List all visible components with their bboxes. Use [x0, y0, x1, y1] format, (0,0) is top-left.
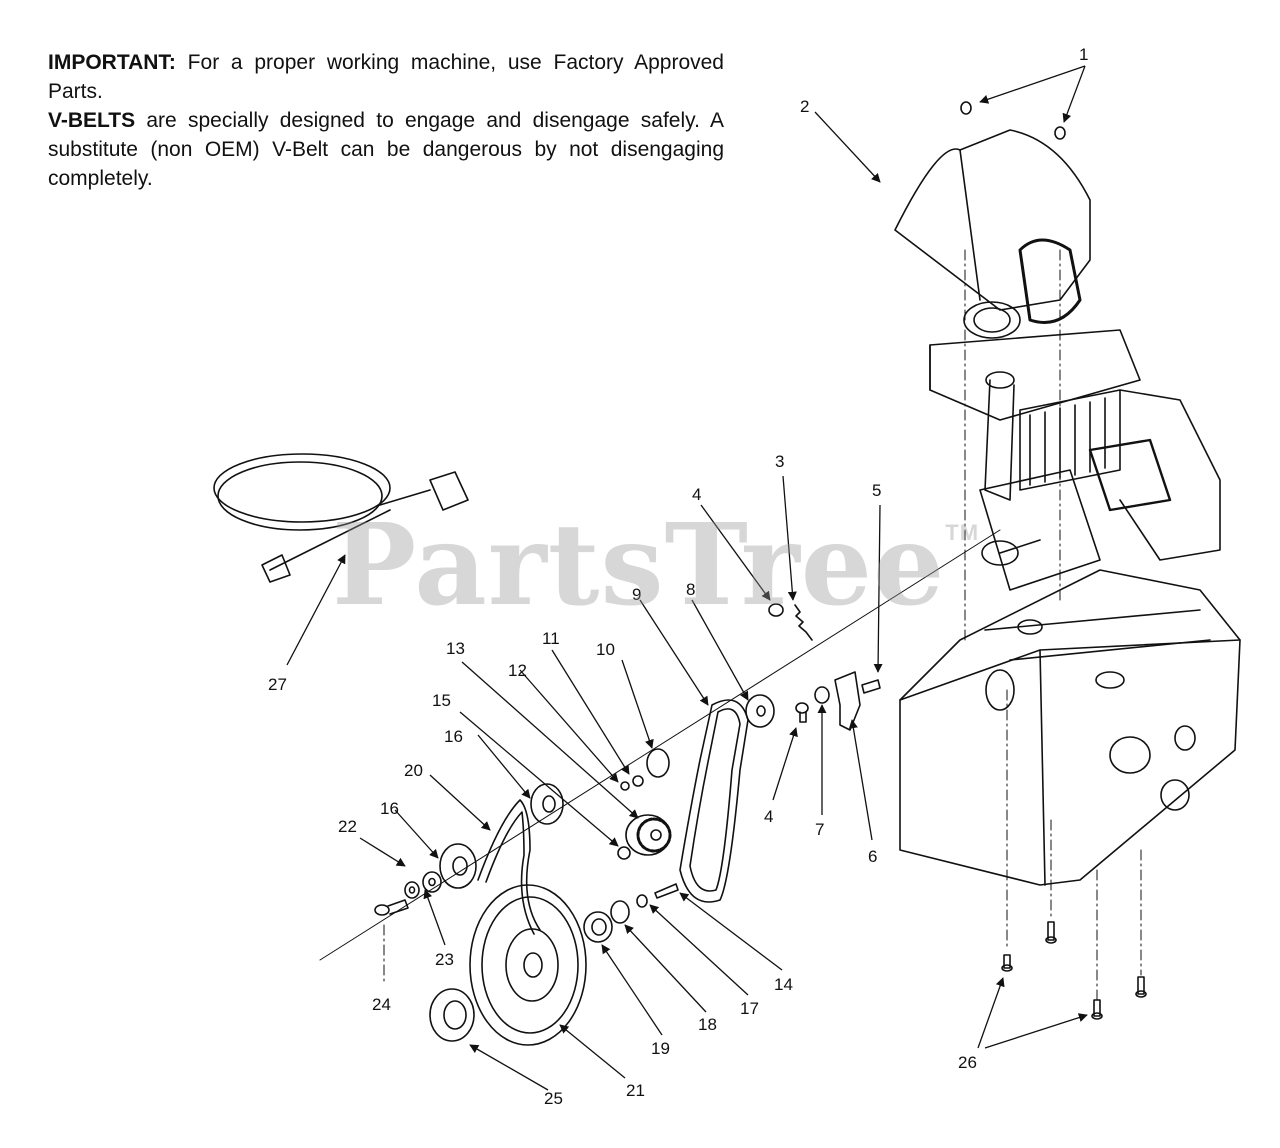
callout-25: 25 — [544, 1089, 563, 1108]
assembly-lines — [383, 249, 1142, 1001]
washer-11 — [632, 775, 644, 787]
idler-pulley — [625, 814, 672, 856]
callout-1: 1 — [1079, 45, 1088, 64]
vbelt-paragraph: V-BELTS are specially designed to engage… — [48, 106, 724, 193]
callout-10: 10 — [596, 640, 615, 659]
shaft-axis-line — [319, 529, 1001, 961]
callout-26: 26 — [958, 1053, 977, 1072]
bolt-26-d — [1135, 976, 1147, 998]
nut-4-upper — [768, 603, 784, 617]
washer-22 — [404, 881, 420, 899]
vbelt-label: V-BELTS — [48, 109, 136, 132]
callout-3: 3 — [775, 452, 784, 471]
bracket-6 — [834, 671, 861, 731]
v-belt-9 — [679, 699, 749, 903]
important-text: For a proper working machine, use Factor… — [48, 51, 724, 103]
drive-pulley — [469, 884, 587, 1046]
callout-4-lower: 4 — [764, 807, 773, 826]
frame-housing — [899, 569, 1241, 886]
callout-18: 18 — [698, 1015, 717, 1034]
callout-13: 13 — [446, 639, 465, 658]
callout-16: 16 — [444, 727, 463, 746]
callout-24: 24 — [372, 995, 391, 1014]
watermark-brand: PartsTree — [332, 500, 946, 631]
callout-6: 6 — [868, 847, 877, 866]
power-cord — [213, 453, 469, 583]
spacer-16 — [439, 843, 477, 889]
spacer-16-upper — [530, 783, 564, 825]
bolt-5 — [861, 679, 881, 694]
callout-16-lower: 16 — [380, 799, 399, 818]
callout-9: 9 — [632, 585, 641, 604]
bolt-26-c — [1091, 999, 1103, 1020]
spring-3 — [794, 604, 813, 641]
bolt-4-lower — [795, 702, 809, 723]
callout-2: 2 — [800, 97, 809, 116]
important-paragraph: IMPORTANT: For a proper working machine,… — [48, 48, 724, 106]
callout-27: 27 — [268, 675, 287, 694]
callout-23: 23 — [435, 950, 454, 969]
bolt-24 — [374, 899, 409, 916]
callout-7: 7 — [815, 820, 824, 839]
nut-1-a — [960, 101, 972, 115]
washer-17 — [636, 894, 648, 908]
callout-4: 4 — [692, 485, 701, 504]
callout-22: 22 — [338, 817, 357, 836]
bolt-26-a — [1001, 954, 1013, 972]
spacer-10 — [646, 748, 670, 778]
vbelt-text: are specially designed to engage and dis… — [48, 109, 724, 190]
callout-5: 5 — [872, 481, 881, 500]
belt-20 — [477, 799, 541, 935]
pulley-25 — [429, 988, 475, 1042]
washer-7 — [814, 686, 830, 704]
callout-14: 14 — [774, 975, 793, 994]
callout-20: 20 — [404, 761, 423, 780]
engine-assembly — [894, 129, 1221, 591]
callout-19: 19 — [651, 1039, 670, 1058]
watermark-trademark: TM — [945, 520, 980, 545]
important-label: IMPORTANT: — [48, 51, 176, 74]
callout-21: 21 — [626, 1081, 645, 1100]
callout-17: 17 — [740, 999, 759, 1018]
nut-1-b — [1054, 126, 1066, 140]
callout-labels: 1 2 3 4 5 8 9 10 11 12 13 15 16 20 22 16… — [268, 45, 1088, 1108]
nut-15 — [617, 846, 631, 860]
callout-11: 11 — [542, 629, 560, 648]
bolt-26-b — [1045, 921, 1057, 944]
callout-15: 15 — [432, 691, 451, 710]
watermark: PartsTreeTM — [332, 500, 979, 631]
bolt-12 — [620, 781, 630, 791]
washer-18 — [610, 900, 630, 924]
callout-8: 8 — [686, 580, 695, 599]
callout-12: 12 — [508, 661, 527, 680]
important-notice: IMPORTANT: For a proper working machine,… — [48, 48, 724, 193]
bolt-14 — [654, 883, 679, 899]
washer-8 — [745, 694, 775, 728]
washer-19 — [583, 911, 613, 943]
